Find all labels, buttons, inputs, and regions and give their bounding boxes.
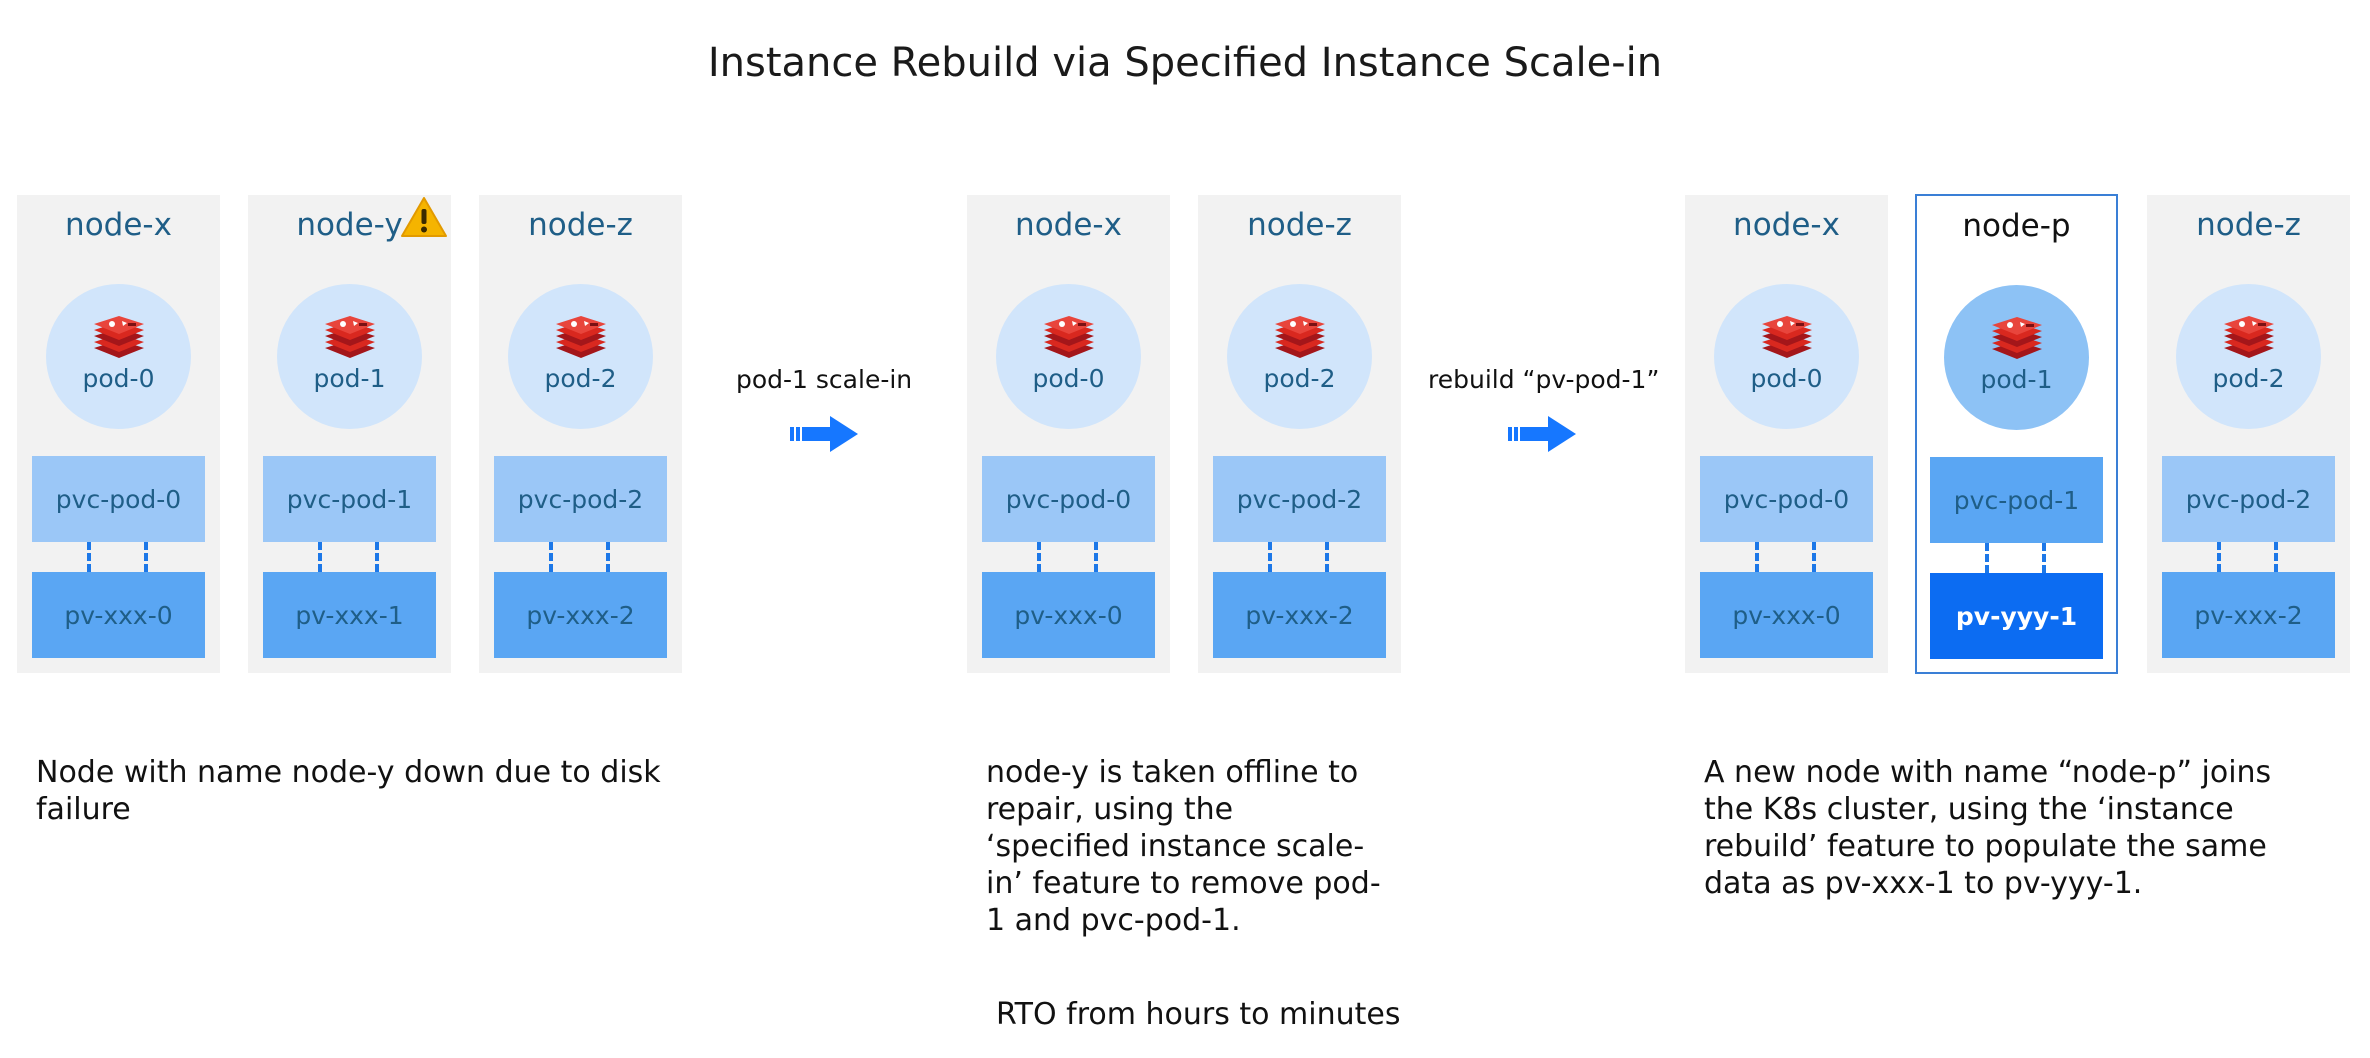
pv-box: pv-xxx-2 (1213, 572, 1386, 658)
node-name: node-x (1733, 207, 1840, 243)
pv-box: pv-xxx-0 (32, 572, 205, 658)
volume-link (1268, 542, 1272, 572)
redis-icon (556, 316, 606, 358)
redis-icon (325, 316, 375, 358)
redis-icon (1992, 317, 2042, 359)
volume-link (375, 542, 379, 572)
pod-circle: pod-0 (46, 284, 191, 429)
node-card: node-z pod-2 pvc-pod-2 pv-xxx-2 (2147, 195, 2350, 673)
description-step-1: Node with name node-y down due to disk f… (36, 755, 661, 827)
pod-label: pod-1 (1980, 365, 2053, 394)
node-name: node-z (1247, 207, 1352, 243)
rto-caption: RTO from hours to minutes (996, 997, 1401, 1032)
volume-link (2217, 542, 2221, 572)
pod-circle: pod-2 (1227, 284, 1372, 429)
node-name: node-z (528, 207, 633, 243)
volume-link (144, 542, 148, 572)
pod-label: pod-0 (1032, 364, 1105, 393)
node-card: node-y pod-1 pvc-pod-1 pv-xxx-1 (248, 195, 451, 673)
node-name: node-p (1962, 208, 2071, 244)
node-card: node-x pod-0 pvc-pod-0 pv-xxx-0 (967, 195, 1170, 673)
pv-box: pv-xxx-1 (263, 572, 436, 658)
pvc-box: pvc-pod-2 (494, 456, 667, 542)
step-label: pod-1 scale-in (736, 365, 913, 394)
volume-link (1094, 542, 1098, 572)
pvc-box: pvc-pod-0 (32, 456, 205, 542)
volume-link (318, 542, 322, 572)
pod-label: pod-1 (313, 364, 386, 393)
pod-circle: pod-0 (996, 284, 1141, 429)
node-card: node-z pod-2 pvc-pod-2 pv-xxx-2 (479, 195, 682, 673)
volume-link (1755, 542, 1759, 572)
step-label: rebuild “pv-pod-1” (1428, 365, 1660, 394)
description-step-2: node-y is taken offline to repair, using… (986, 755, 1381, 938)
pod-label: pod-2 (1263, 364, 1336, 393)
pod-circle: pod-2 (508, 284, 653, 429)
pv-box: pv-xxx-0 (1700, 572, 1873, 658)
volume-link (1037, 542, 1041, 572)
redis-icon (1762, 316, 1812, 358)
node-card: node-z pod-2 pvc-pod-2 pv-xxx-2 (1198, 195, 1401, 673)
volume-link (2042, 543, 2046, 573)
right-arrow-icon (1508, 416, 1576, 452)
pv-box: pv-xxx-2 (494, 572, 667, 658)
pod-circle: pod-0 (1714, 284, 1859, 429)
volume-link (549, 542, 553, 572)
pvc-box: pvc-pod-1 (263, 456, 436, 542)
node-card: node-x pod-0 pvc-pod-0 pv-xxx-0 (17, 195, 220, 673)
node-name: node-y (296, 207, 403, 243)
redis-icon (1275, 316, 1325, 358)
pvc-box: pvc-pod-0 (982, 456, 1155, 542)
pod-circle: pod-1 (277, 284, 422, 429)
new-node-card: node-p pod-1 pvc-pod-1 pv-yyy-1 (1915, 194, 2118, 674)
volume-link (2274, 542, 2278, 572)
pvc-box: pvc-pod-2 (2162, 456, 2335, 542)
diagram-title: Instance Rebuild via Specified Instance … (707, 40, 1663, 86)
pvc-box: pvc-pod-0 (1700, 456, 1873, 542)
redis-icon (1044, 316, 1094, 358)
redis-icon (2224, 316, 2274, 358)
warning-icon (401, 197, 447, 237)
pv-box: pv-xxx-0 (982, 572, 1155, 658)
description-step-3: A new node with name “node-p” joins the … (1704, 755, 2272, 901)
pv-box: pv-yyy-1 (1930, 573, 2103, 659)
pod-circle: pod-1 (1944, 285, 2089, 430)
pvc-box: pvc-pod-2 (1213, 456, 1386, 542)
volume-link (606, 542, 610, 572)
pod-label: pod-2 (544, 364, 617, 393)
pvc-box: pvc-pod-1 (1930, 457, 2103, 543)
pod-label: pod-2 (2212, 364, 2285, 393)
volume-link (1985, 543, 1989, 573)
pod-circle: pod-2 (2176, 284, 2321, 429)
volume-link (87, 542, 91, 572)
node-name: node-x (1015, 207, 1122, 243)
redis-icon (94, 316, 144, 358)
right-arrow-icon (790, 416, 858, 452)
node-name: node-z (2196, 207, 2301, 243)
pod-label: pod-0 (82, 364, 155, 393)
node-card: node-x pod-0 pvc-pod-0 pv-xxx-0 (1685, 195, 1888, 673)
volume-link (1325, 542, 1329, 572)
pod-label: pod-0 (1750, 364, 1823, 393)
pv-box: pv-xxx-2 (2162, 572, 2335, 658)
node-name: node-x (65, 207, 172, 243)
volume-link (1812, 542, 1816, 572)
